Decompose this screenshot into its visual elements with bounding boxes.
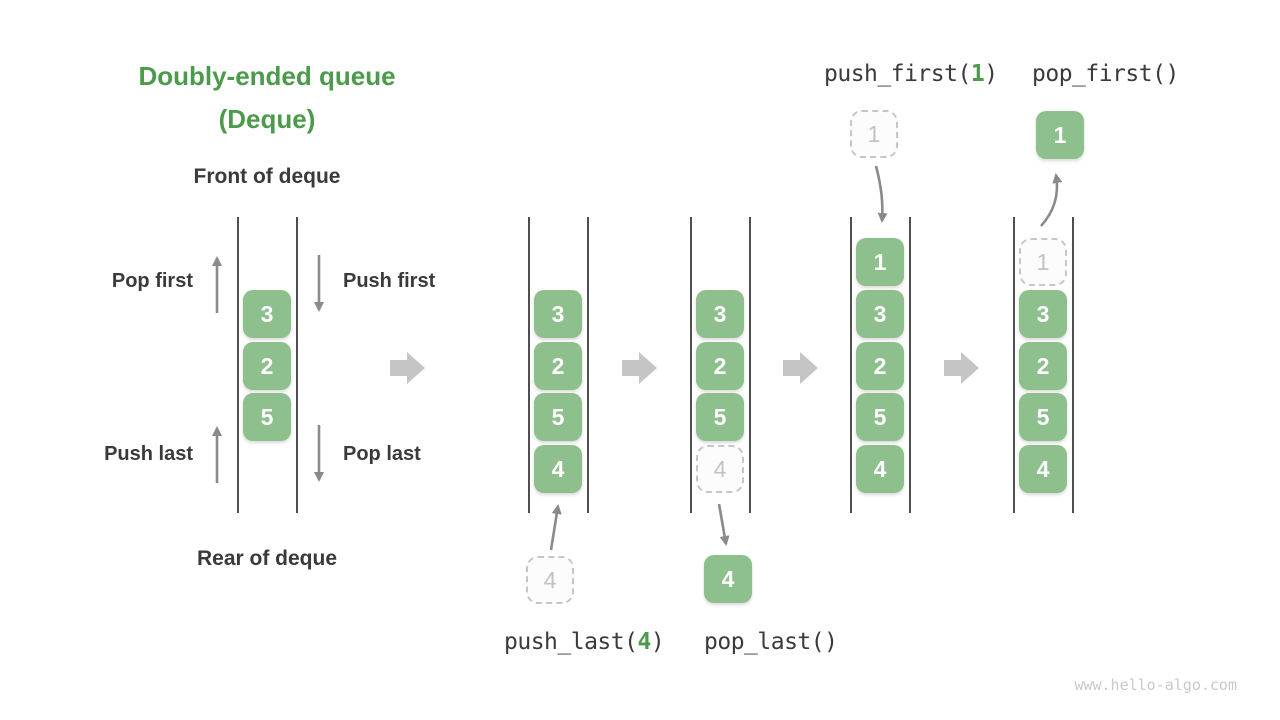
queue-after-push-first-cell-3: 3 (856, 290, 904, 338)
queue-after-push-last-cell-3: 3 (534, 290, 582, 338)
push-first-op-close: ) (984, 61, 998, 87)
transition-arrow-3-icon (783, 352, 818, 384)
outgoing-element-1-value: 1 (1036, 111, 1084, 159)
pop-first-label: Pop first (111, 270, 193, 292)
diagram-title: Doubly-ended queue (Deque) (97, 55, 437, 141)
queue-during-pop-first-cell-2: 2 (1019, 342, 1067, 390)
queue-during-pop-last-cell-2: 2 (696, 342, 744, 390)
queue-during-pop-first-cell-4: 4 (1019, 445, 1067, 493)
queue-after-push-last-cell-4: 4 (534, 445, 582, 493)
incoming-element-4-value: 4 (526, 556, 574, 604)
rear-of-deque-label: Rear of deque (196, 547, 338, 570)
queue-during-pop-first-cell-1: 1 (1019, 238, 1067, 286)
push-last-label: Push last (104, 443, 193, 465)
push-first-op-text: push_first( (824, 61, 971, 87)
website-watermark: www.hello-algo.com (1074, 676, 1237, 694)
pop-first-operation: pop_first() (1032, 61, 1179, 87)
front-of-deque-label: Front of deque (193, 165, 341, 188)
push-last-op-arg: 4 (637, 629, 651, 655)
push-first-motion-arrow-icon (874, 165, 888, 223)
pop-last-label: Pop last (343, 443, 421, 465)
incoming-element-4: 4 (526, 556, 574, 604)
transition-arrow-4-icon (944, 352, 979, 384)
push-first-op-arg: 1 (970, 61, 985, 87)
queue-during-pop-last-cell-3: 3 (696, 290, 744, 338)
queue-during-pop-first-cell-3: 3 (1019, 290, 1067, 338)
outgoing-element-4: 4 (704, 555, 752, 603)
queue-after-push-last-cell-5: 5 (534, 393, 582, 441)
queue-after-push-first-cell-5: 5 (856, 393, 904, 441)
push-first-operation: push_first(1) (824, 61, 998, 87)
queue-during-pop-last-cell-5: 5 (696, 393, 744, 441)
queue-after-push-first-cell-4: 4 (856, 445, 904, 493)
queue-during-pop-first-cell-5: 5 (1019, 393, 1067, 441)
queue-after-push-first-cell-1: 1 (856, 238, 904, 286)
queue-after-push-first-cell-2: 2 (856, 342, 904, 390)
pop-last-operation: pop_last() (704, 629, 838, 655)
queue-initial-cell-3: 3 (243, 290, 291, 338)
queue-initial-cell-2: 2 (243, 342, 291, 390)
push-first-label: Push first (343, 270, 436, 292)
queue-initial-cell-5: 5 (243, 393, 291, 441)
outgoing-element-4-value: 4 (704, 555, 752, 603)
diagram-title-line2: (Deque) (218, 104, 316, 134)
transition-arrow-2-icon (622, 352, 657, 384)
incoming-element-1-value: 1 (850, 110, 898, 158)
push-last-op-text: push_last( (504, 629, 638, 655)
queue-during-pop-last-cell-4: 4 (696, 445, 744, 493)
queue-after-push-last-cell-2: 2 (534, 342, 582, 390)
diagram-title-line1: Doubly-ended queue (138, 61, 396, 91)
pop-first-op-text: pop_first() (1032, 61, 1179, 87)
push-last-op-close: ) (650, 629, 665, 655)
transition-arrow-1-icon (390, 352, 425, 384)
outgoing-element-1: 1 (1036, 111, 1084, 159)
push-last-operation: push_last(4) (504, 629, 665, 655)
pop-last-op-text: pop_last() (704, 629, 838, 655)
incoming-element-1: 1 (850, 110, 898, 158)
